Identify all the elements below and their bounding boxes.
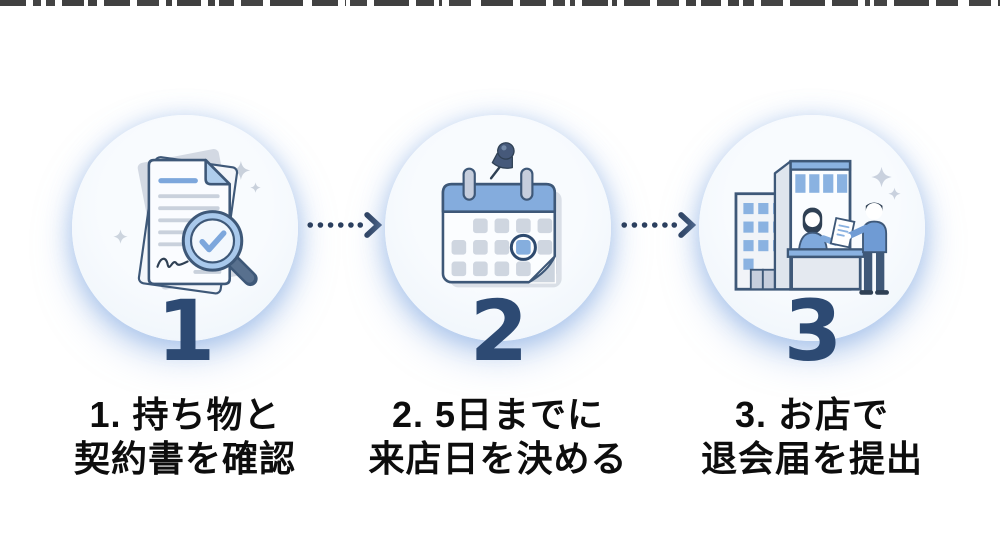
sparkle-icon <box>250 182 261 193</box>
caption-line-2: 来店日を決める <box>368 438 628 479</box>
step-1-caption: 1. 持ち物と 契約書を確認 <box>35 393 335 481</box>
caption-line-2: 契約書を確認 <box>73 438 296 479</box>
roof-band <box>789 160 852 171</box>
sparkle-icon <box>113 229 128 244</box>
shoes <box>859 290 889 295</box>
torso <box>797 231 828 251</box>
caption-line-1: 1. 持ち物と <box>89 394 281 435</box>
calendar-header <box>441 182 557 213</box>
caption-line-2: 退会届を提出 <box>700 438 923 479</box>
step-3-circle <box>699 115 925 341</box>
windows <box>795 174 848 193</box>
step-1-circle <box>72 115 298 341</box>
step-2-caption: 2. 5日までに 来店日を決める <box>348 393 648 481</box>
step-2-circle <box>385 115 611 341</box>
step-2-number: 2 <box>469 282 528 380</box>
counter-top <box>786 248 866 258</box>
check-icon <box>199 230 227 253</box>
signature-squiggle <box>156 257 189 268</box>
arrow-dots <box>307 222 364 228</box>
calendar-day-grid <box>451 218 553 277</box>
step-3-caption: 3. お店で 退会届を提出 <box>662 393 962 481</box>
step-3-number: 3 <box>783 282 842 380</box>
step-3: 3 3. お店で 退会届を提出 <box>662 115 962 495</box>
face <box>865 202 883 220</box>
magnifier-icon <box>181 210 258 287</box>
caption-line-1: 3. お店で <box>734 394 890 435</box>
chevron-right-icon <box>364 212 383 238</box>
arrow-dots <box>621 222 678 228</box>
building-side <box>773 160 792 291</box>
step-1-number: 1 <box>156 282 215 380</box>
door <box>749 268 776 291</box>
document-check-icon <box>113 149 261 295</box>
sparkle-icon <box>231 160 251 180</box>
folded-corner <box>204 158 232 186</box>
calendar-pin-icon <box>441 142 562 288</box>
cropped-text-strip <box>0 0 1000 6</box>
step-2: 2 2. 5日までに 来店日を決める <box>348 115 648 495</box>
dotted-arrow <box>621 212 697 238</box>
sparkle-icon <box>871 166 892 188</box>
hand <box>845 233 852 240</box>
sparkle-icon <box>888 187 901 200</box>
pushpin-icon <box>489 142 515 180</box>
step-1: 1 1. 持ち物と 契約書を確認 <box>35 115 335 495</box>
legs <box>863 252 885 292</box>
chevron-right-icon <box>678 212 697 238</box>
page-curl <box>527 255 557 284</box>
arm <box>846 224 870 239</box>
binder-ring <box>520 167 534 201</box>
caption-line-1: 2. 5日までに <box>391 394 605 435</box>
selected-day-ring <box>509 233 537 261</box>
face <box>805 212 820 228</box>
customer-person <box>845 202 889 295</box>
binder-ring <box>462 167 476 201</box>
selected-day <box>516 240 531 255</box>
dotted-arrow <box>307 212 383 238</box>
store-counter-icon <box>734 159 901 295</box>
